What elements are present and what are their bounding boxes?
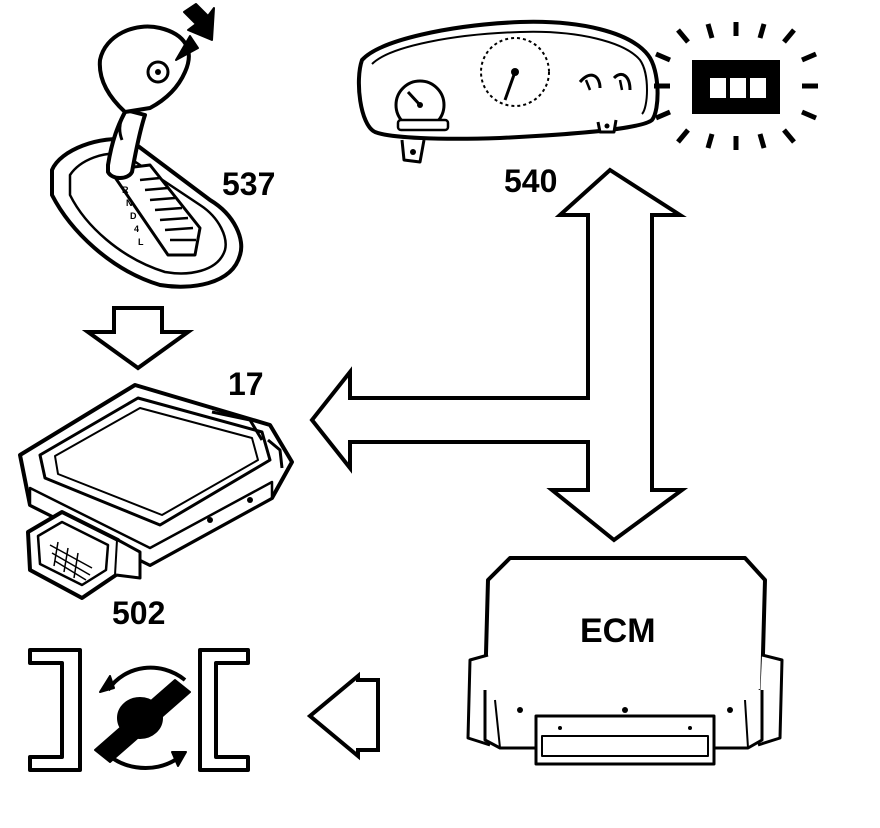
label-cluster: 540 xyxy=(504,163,557,199)
label-ecm: ECM xyxy=(580,612,656,650)
svg-text:R: R xyxy=(122,185,129,195)
control-module-illustration xyxy=(18,383,294,600)
ecm-illustration xyxy=(466,556,784,766)
svg-text:4: 4 xyxy=(134,224,139,234)
svg-text:L: L xyxy=(138,237,144,247)
signal-arrows xyxy=(81,167,689,761)
svg-text:N: N xyxy=(126,198,133,208)
arrow-bus-network xyxy=(309,167,689,543)
label-shifter: 537 xyxy=(222,166,275,202)
arrow-ecm-to-throttle xyxy=(306,671,380,761)
gear-shifter-illustration: P R N D 4 L xyxy=(50,3,244,289)
svg-text:D: D xyxy=(130,211,137,221)
label-connector-module: 502 xyxy=(112,595,165,631)
arrow-shifter-to-module xyxy=(81,306,195,371)
warning-lamp-illustration xyxy=(654,22,818,150)
throttle-valve-illustration xyxy=(28,648,250,772)
instrument-cluster-illustration xyxy=(356,19,660,164)
label-module: 17 xyxy=(228,366,264,402)
